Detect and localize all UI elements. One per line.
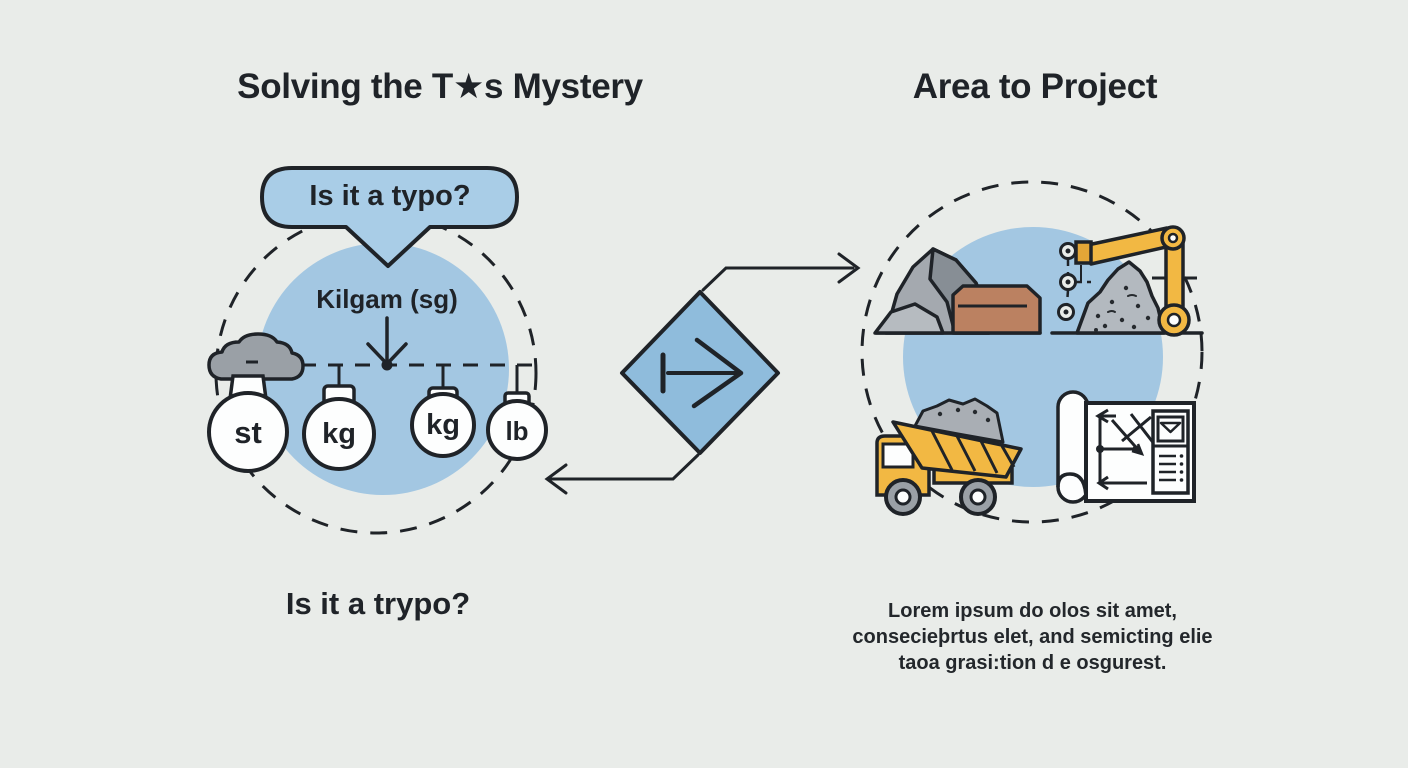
weight-label-kg: kg [322,418,356,450]
blueprint-icon [1056,390,1196,504]
right-caption: Lorem ipsum do olos sit amet, consecieþr… [820,598,1245,676]
speech-bubble-label: Is it a typo? [309,180,471,212]
left-caption: Is it a trypo? [285,586,471,621]
weight-label-lb: lb [505,416,529,446]
crane-icon [1074,225,1197,337]
weight-kg-icon [302,365,376,471]
weight-kg2-icon [410,365,476,458]
down-arrow-icon [366,316,408,371]
dump-truck-icon [875,397,1023,516]
right-caption-line2: consecieþrtus elet, and semicting elie [852,626,1213,648]
gravel-pile-icon [1075,260,1166,335]
right-caption-line1: Lorem ipsum do olos sit amet, [888,600,1177,622]
connector-left-arrow [544,453,700,495]
material-box-icon [951,284,1042,335]
weight-lb-icon [486,365,548,461]
right-dashed-circle [860,180,1204,524]
weight-st-icon [207,332,305,473]
weight-label-kg2: kg [426,409,460,441]
speech-bubble-icon [260,166,519,268]
right-caption-line3: taoa grasi:tion d e osgurest. [898,652,1167,674]
weight-label-st: st [234,415,262,450]
left-panel-title: Solving the T★s Mystery [237,67,643,106]
diamond-arrow-icon [620,290,780,455]
right-panel-title: Area to Project [912,67,1158,106]
unit-label: Kilgam (sg) [316,284,458,314]
connector-right-arrow [701,252,861,292]
